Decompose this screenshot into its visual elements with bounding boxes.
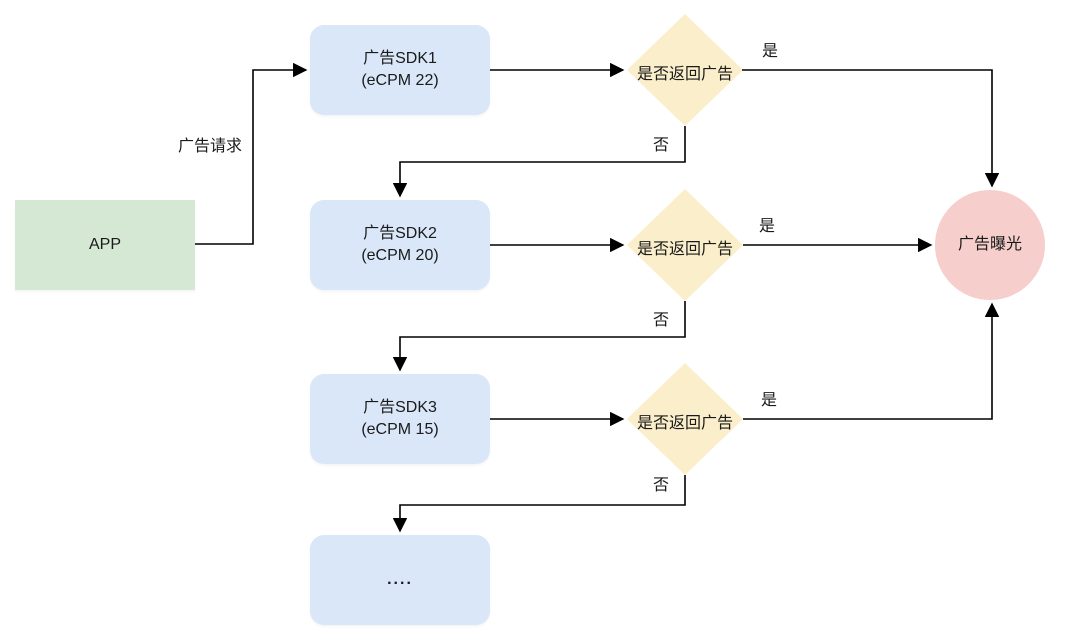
node-sdk3-ecpm: (eCPM 15)	[361, 421, 439, 438]
decision3-diamond	[627, 363, 743, 475]
decision1-diamond	[627, 14, 743, 126]
edge-label-no3: 否	[653, 477, 670, 494]
edge-decision3-no-to-more	[392, 475, 686, 533]
node-sdk2-name: 广告SDK2	[363, 225, 437, 242]
node-sdk2: 广告SDK2 (eCPM 20)	[310, 200, 490, 290]
decision2-diamond	[627, 189, 743, 301]
edge-label-yes1: 是	[762, 43, 779, 60]
node-ad-exposure-label: 广告曝光	[957, 236, 1022, 253]
node-more-label: ....	[387, 571, 413, 588]
node-sdk1-name: 广告SDK1	[363, 50, 437, 67]
node-more-sdks: ....	[310, 535, 490, 625]
edge-label-no1: 否	[653, 137, 670, 154]
edge-label-no2: 否	[653, 312, 670, 329]
edge-decision2-no-to-sdk3	[392, 301, 686, 372]
node-sdk1-ecpm: (eCPM 22)	[361, 72, 439, 89]
decision3-label: 是否返回广告	[636, 415, 733, 432]
node-sdk1: 广告SDK1 (eCPM 22)	[310, 25, 490, 115]
node-app: APP	[15, 200, 195, 290]
edge-decision3-yes-to-exposure	[743, 302, 1000, 420]
edge-label-yes2: 是	[759, 218, 776, 235]
node-sdk3-name: 广告SDK3	[363, 399, 437, 416]
decision1-label: 是否返回广告	[636, 66, 733, 83]
node-app-label: APP	[88, 236, 121, 253]
edge-label-yes3: 是	[761, 392, 778, 409]
edge-decision1-no-to-sdk2	[392, 126, 686, 198]
edge-app-to-sdk1	[195, 62, 308, 245]
decision2-label: 是否返回广告	[636, 241, 733, 258]
edge-decision1-yes-to-exposure	[742, 69, 1000, 188]
node-ad-exposure: 广告曝光	[935, 190, 1045, 300]
node-sdk3: 广告SDK3 (eCPM 15)	[310, 374, 490, 464]
edge-label-ad-request: 广告请求	[177, 138, 242, 155]
node-sdk2-ecpm: (eCPM 20)	[361, 247, 439, 264]
